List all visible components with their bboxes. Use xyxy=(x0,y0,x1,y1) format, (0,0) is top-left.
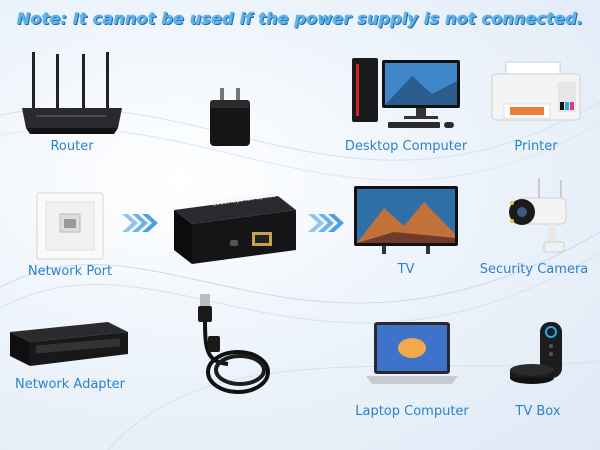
security-camera-label: Security Camera xyxy=(479,262,589,277)
tv-box-icon xyxy=(510,322,562,384)
tv-box-label: TV Box xyxy=(515,404,561,419)
splitter-icon xyxy=(174,196,296,264)
laptop-icon xyxy=(366,322,458,384)
router-label: Router xyxy=(50,139,94,154)
usb-cable-icon xyxy=(198,294,270,394)
laptop-label: Laptop Computer xyxy=(355,404,469,419)
desktop-computer-icon xyxy=(352,58,460,128)
network-adapter-icon xyxy=(10,322,128,366)
network-port-label: Network Port xyxy=(27,264,113,279)
printer-label: Printer xyxy=(514,139,558,154)
tv-label: TV xyxy=(397,262,415,277)
power-adapter-icon xyxy=(210,88,250,146)
banner-text: Note: It cannot be used if the power sup… xyxy=(16,9,584,28)
network-port-icon xyxy=(36,192,104,260)
desktop-computer-label: Desktop Computer xyxy=(344,139,468,154)
printer-icon xyxy=(491,61,581,121)
router-icon xyxy=(22,52,122,134)
tv-icon xyxy=(354,186,458,254)
warning-banner: Note: It cannot be used if the power sup… xyxy=(0,0,600,44)
arrow-icon xyxy=(308,214,344,232)
network-adapter-label: Network Adapter xyxy=(15,377,125,392)
security-camera-icon xyxy=(509,178,567,253)
arrow-icon xyxy=(122,214,158,232)
